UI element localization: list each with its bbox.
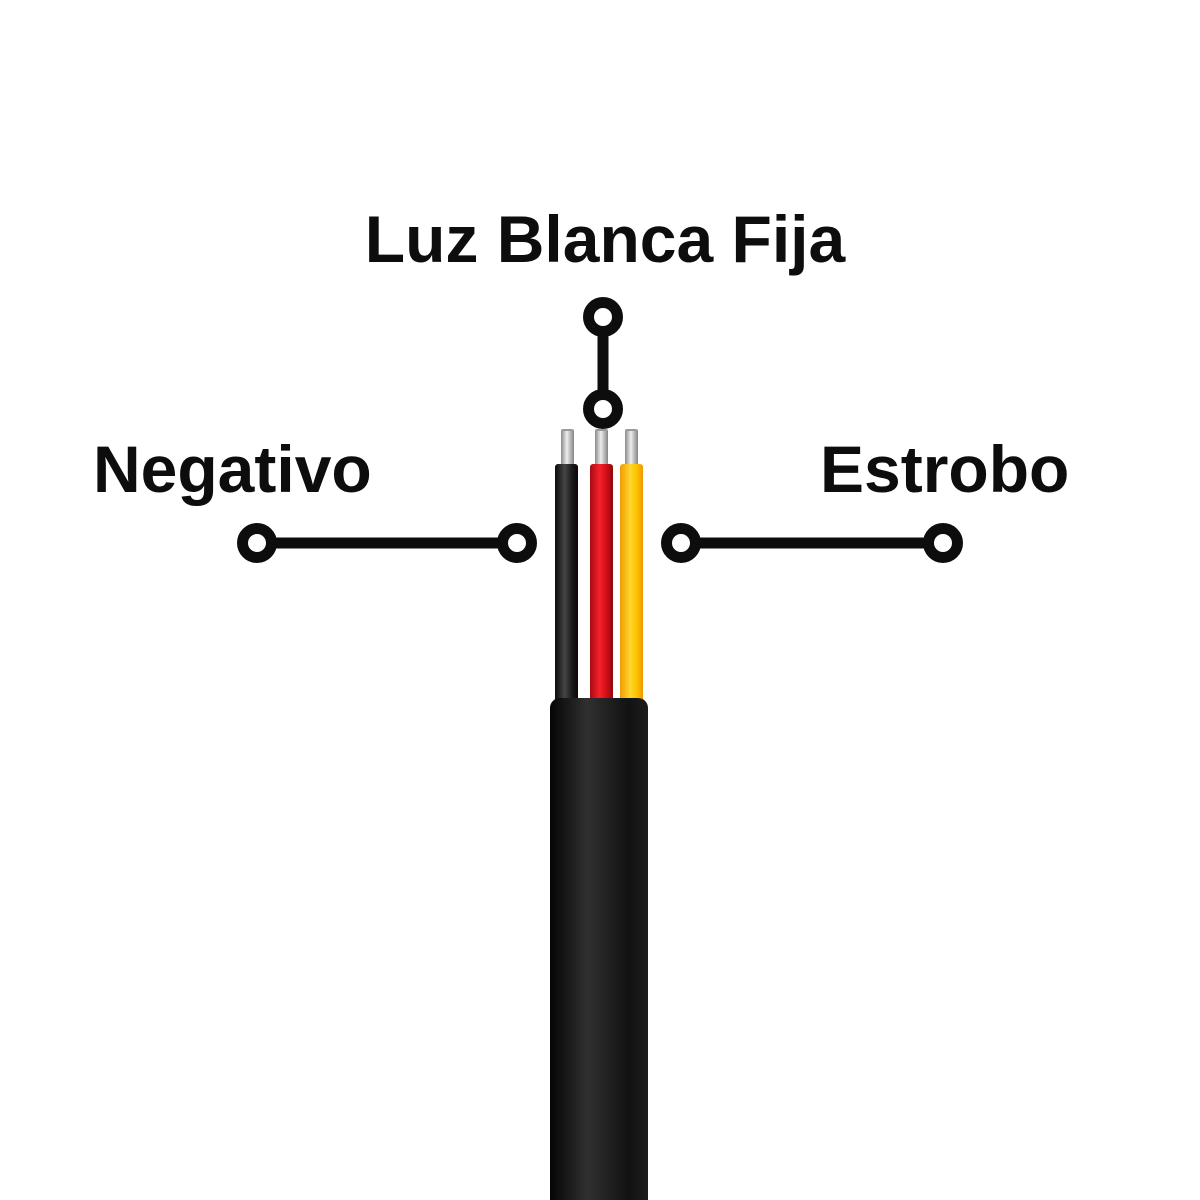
wire-estrobo-yellow <box>620 464 643 704</box>
label-estrobo: Estrobo <box>820 432 1070 506</box>
callout-negativo <box>237 523 537 563</box>
wire-luz-blanca-fija-red <box>590 464 613 704</box>
wire-tip-negativo <box>561 429 574 467</box>
label-luz-blanca-fija: Luz Blanca Fija <box>364 202 846 276</box>
callout-luz-blanca-fija <box>583 297 623 429</box>
callout-estrobo <box>661 523 963 563</box>
wire-tip-estrobo <box>625 429 638 467</box>
cable-jacket <box>550 698 648 1200</box>
wire-tip-luz-blanca-fija <box>595 429 608 467</box>
label-negativo: Negativo <box>93 432 372 506</box>
wire-negativo-black <box>555 464 578 704</box>
